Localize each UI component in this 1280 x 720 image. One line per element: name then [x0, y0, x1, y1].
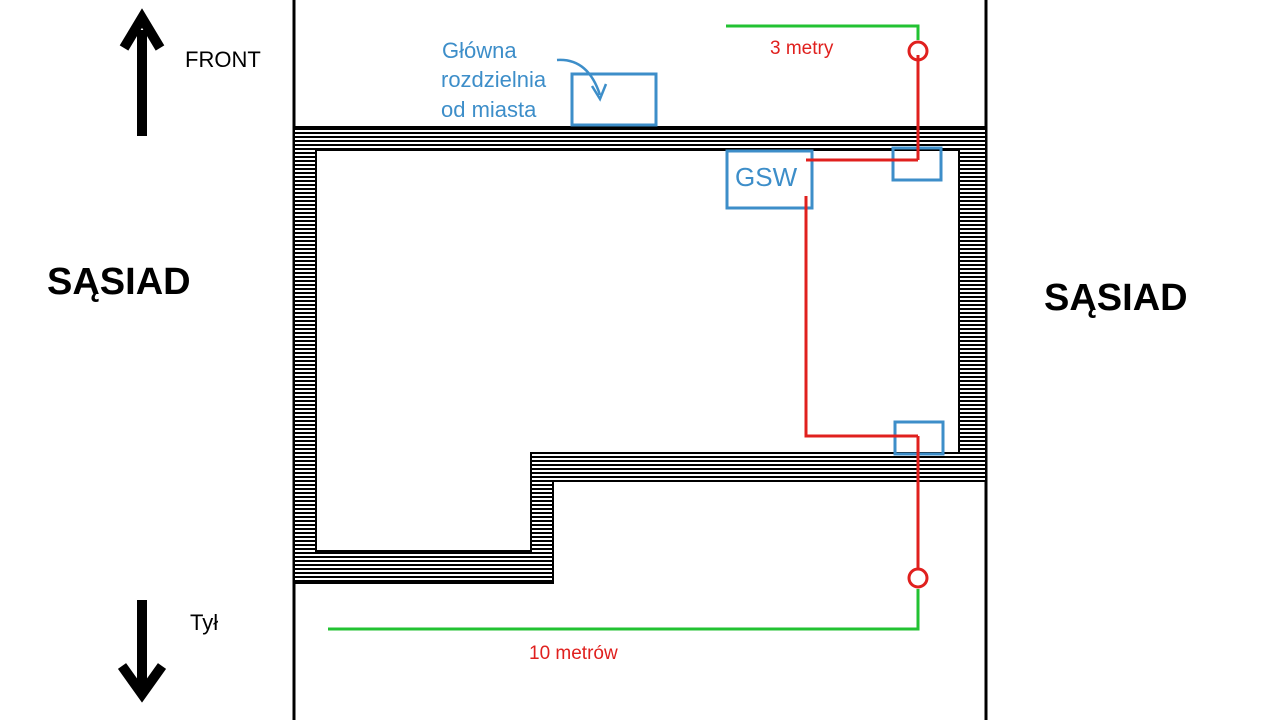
dimension-line-front [726, 24, 920, 40]
main-panel-label-line1: Główna [442, 38, 517, 63]
building-walls [293, 126, 987, 584]
neighbor-right-label: SĄSIAD [1044, 277, 1188, 319]
arrow-up-icon [119, 8, 165, 136]
main-panel-pointer-arrowhead [590, 83, 608, 102]
main-panel-pointer-arrow [556, 58, 602, 96]
main-panel-label-line3: od miasta [441, 97, 537, 122]
gsw-box [725, 149, 814, 210]
front-label: FRONT [185, 47, 261, 72]
neighbor-left-label: SĄSIAD [47, 261, 191, 303]
gsw-label: GSW [735, 162, 798, 192]
dimension-line-back [328, 589, 920, 631]
main-panel-box [570, 72, 658, 127]
distance-front-label: 3 metry [770, 38, 834, 59]
circle-marker-icon [907, 40, 929, 62]
circle-marker-icon [907, 567, 929, 589]
back-label: Tył [190, 610, 218, 635]
main-panel-label-line2: rozdzielnia [441, 67, 547, 92]
distance-back-label: 10 metrów [529, 643, 618, 664]
cable-gsw-to-back [804, 196, 918, 438]
arrow-down-icon [117, 600, 167, 703]
